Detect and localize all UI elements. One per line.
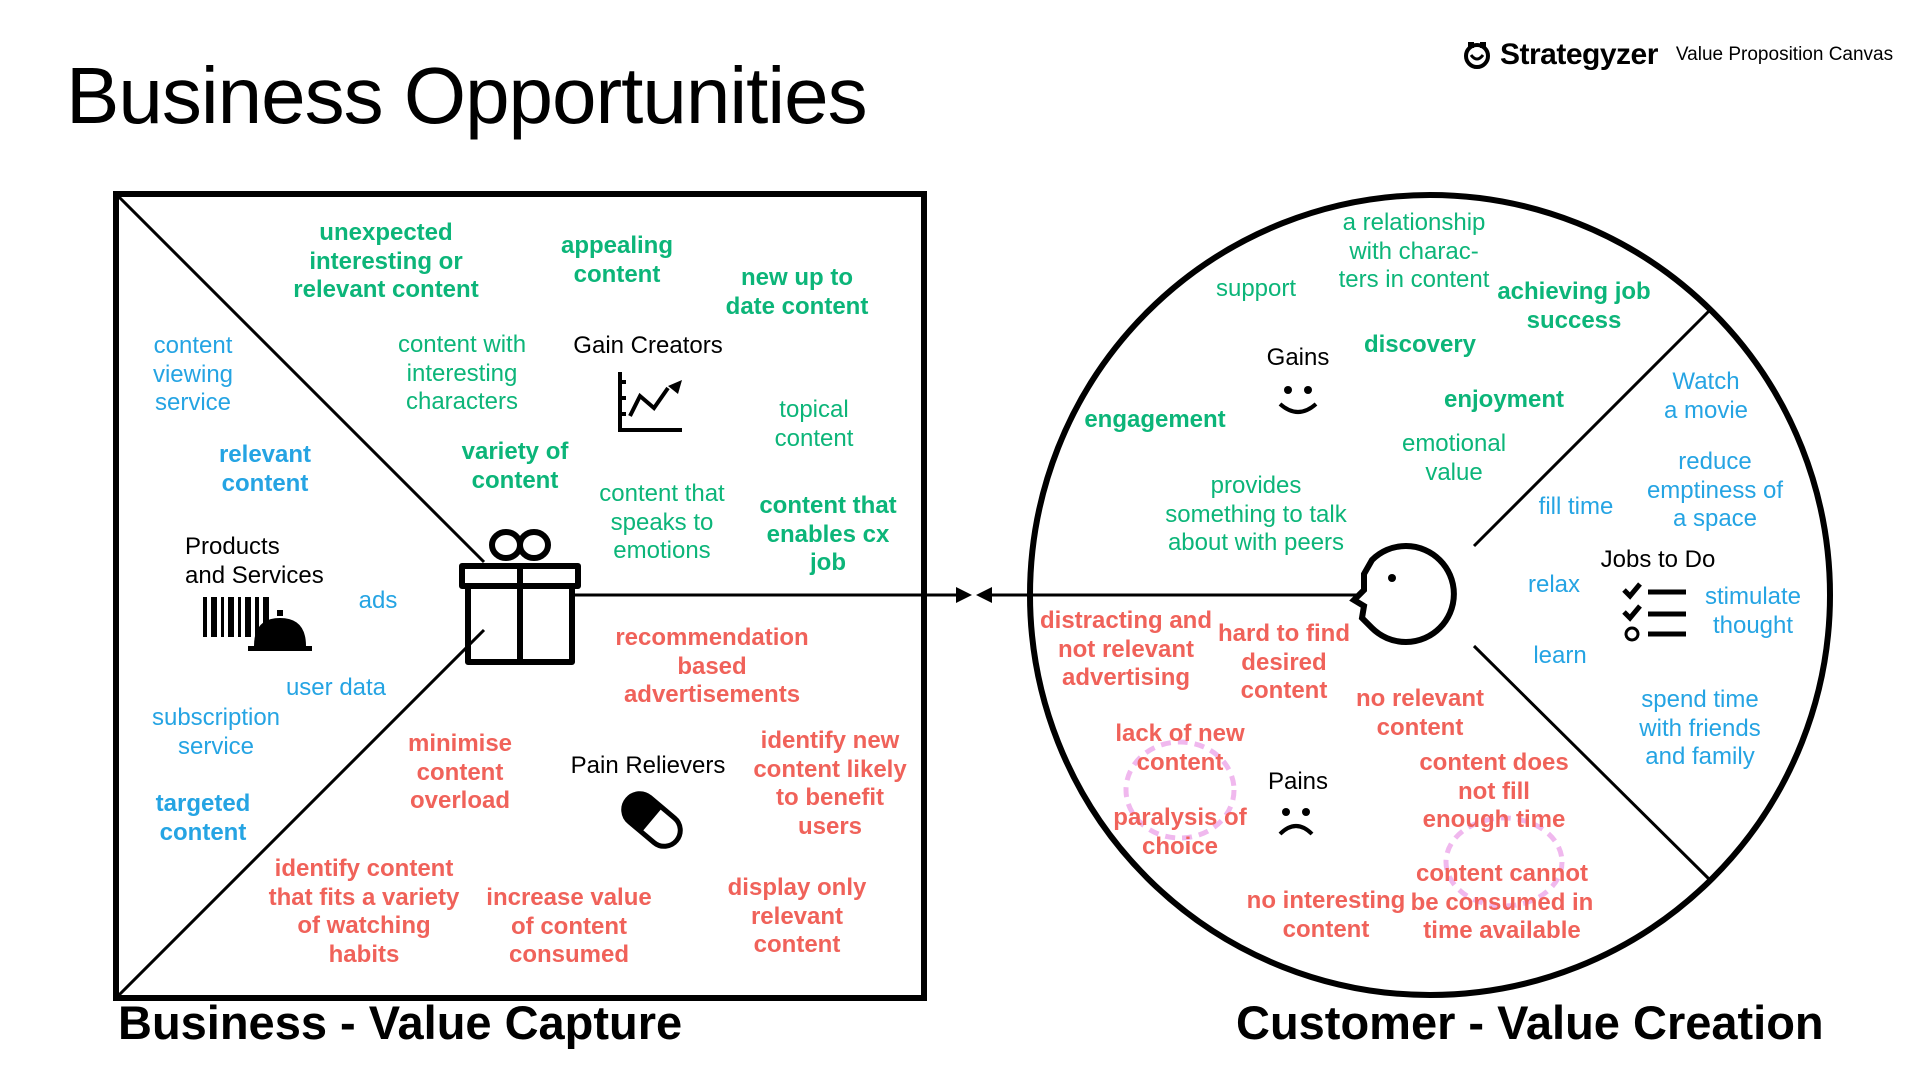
- job-item: spend time with friends and family: [1639, 686, 1761, 770]
- product-item: relevant content: [218, 441, 312, 497]
- gain-item: engagement: [1084, 406, 1226, 433]
- page-title: Business Opportunities: [66, 51, 868, 140]
- pain-reliever-item: display only relevant content: [727, 874, 867, 958]
- gain-creators-label: Gain Creators: [573, 332, 723, 359]
- job-item: reduce emptiness of a space: [1646, 448, 1784, 532]
- gain-creator-item: new up to date content: [725, 264, 869, 320]
- product-item: user data: [285, 674, 387, 701]
- gain-creator-item: topical content: [774, 396, 854, 452]
- product-item: ads: [358, 587, 398, 614]
- gain-item: provides something to talk about with pe…: [1165, 472, 1347, 556]
- gain-item: support: [1215, 275, 1297, 302]
- job-item: stimulate thought: [1704, 583, 1802, 639]
- square-diagonal-bottom: [114, 628, 486, 1000]
- checklist-icon: [1622, 582, 1686, 642]
- circle-divider-bottom: [1472, 644, 1712, 882]
- pain-reliever-item: identify new content likely to benefit u…: [753, 727, 907, 840]
- pains-label: Pains: [1267, 768, 1329, 795]
- footer-customer-label: Customer - Value Creation: [1236, 996, 1824, 1049]
- gain-creator-item: content that enables cx job: [759, 492, 897, 576]
- gain-item: discovery: [1363, 331, 1477, 358]
- products-services-label: Products and Services: [185, 533, 324, 589]
- jobs-label: Jobs to Do: [1600, 546, 1716, 573]
- smiley-icon: [1278, 386, 1318, 414]
- pain-reliever-item: recommendation based advertisements: [615, 624, 809, 708]
- job-item: fill time: [1538, 493, 1614, 520]
- circle-divider-top: [1472, 308, 1712, 548]
- pain-relievers-label: Pain Relievers: [570, 752, 726, 779]
- job-item: relax: [1527, 571, 1581, 598]
- gain-creator-item: unexpected interesting or relevant conte…: [293, 219, 479, 303]
- pain-item: distracting and not relevant advertising: [1039, 607, 1213, 691]
- job-item: Watch a movie: [1663, 368, 1749, 424]
- brand: Strategyzer Value Proposition Canvas: [1462, 38, 1893, 72]
- barcode-cloche-icon: [203, 597, 312, 651]
- strategyzer-logo-icon: [1464, 42, 1490, 69]
- pain-reliever-item: identify content that fits a variety of …: [268, 855, 460, 968]
- gain-creator-item: content with interesting characters: [397, 331, 527, 415]
- product-item: subscription service: [151, 704, 281, 760]
- square-diagonal-top: [114, 192, 486, 564]
- gain-item: a relationship with charac- ters in cont…: [1338, 209, 1490, 293]
- pain-connector-dashed: [1123, 739, 1565, 909]
- brand-subtitle: Value Proposition Canvas: [1675, 44, 1894, 65]
- pain-item: content does not fill enough time: [1419, 749, 1569, 833]
- product-item: targeted content: [155, 790, 251, 846]
- pain-item: no interesting content: [1246, 887, 1406, 943]
- gains-label: Gains: [1266, 344, 1330, 371]
- pain-reliever-item: minimise content overload: [407, 730, 513, 814]
- connector-arrows: [574, 587, 1360, 603]
- gain-creator-item: content that speaks to emotions: [599, 480, 725, 564]
- brand-name: Strategyzer: [1500, 38, 1658, 71]
- frown-icon: [1278, 808, 1314, 836]
- gain-creator-item: appealing content: [560, 232, 674, 288]
- gain-item: emotional value: [1401, 430, 1507, 486]
- pain-reliever-item: increase value of content consumed: [486, 884, 652, 968]
- pain-item: paralysis of choice: [1113, 804, 1247, 860]
- job-item: learn: [1533, 642, 1587, 669]
- pain-item: lack of new content: [1115, 720, 1245, 776]
- trend-chart-icon: [618, 372, 682, 432]
- pain-item: content cannot be consumed in time avail…: [1410, 860, 1594, 944]
- pain-item: no relevant content: [1355, 685, 1485, 741]
- gain-item: achieving job success: [1497, 278, 1651, 334]
- customer-face-icon: [1349, 543, 1457, 645]
- pain-item: hard to find desired content: [1218, 620, 1350, 704]
- gift-icon: [459, 529, 581, 665]
- product-item: content viewing service: [152, 332, 234, 416]
- footer-business-label: Business - Value Capture: [118, 996, 683, 1049]
- gain-creator-item: variety of content: [461, 438, 569, 494]
- gain-item: enjoyment: [1443, 386, 1565, 413]
- pill-icon: [621, 791, 683, 849]
